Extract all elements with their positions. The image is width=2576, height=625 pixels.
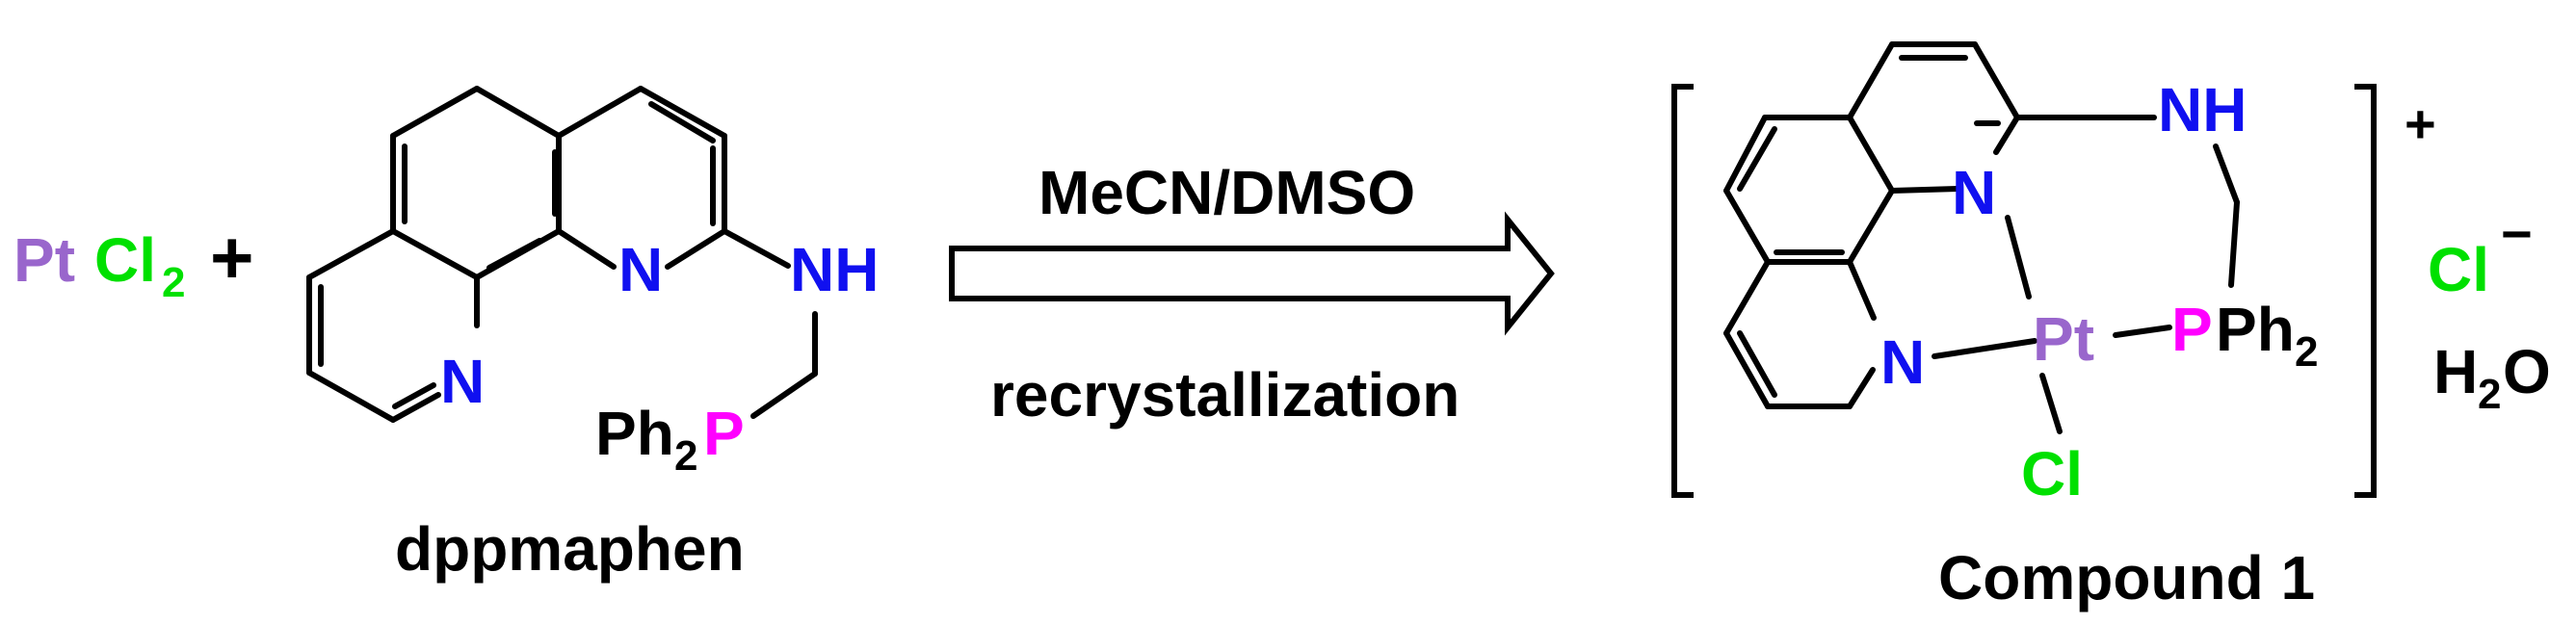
product-labels: N N NH Pt P Ph 2 Cl + Cl − H 2 O Compoun…	[1880, 75, 2551, 612]
counterion-cl: Cl	[2428, 235, 2489, 304]
pt-symbol: Pt	[13, 225, 75, 295]
ligand-ph: Ph	[595, 399, 674, 468]
product-pt: Pt	[2033, 304, 2094, 374]
left-bracket	[1671, 84, 1694, 498]
product-cl-ligand: Cl	[2021, 439, 2083, 508]
product-nh: NH	[2158, 75, 2247, 144]
product-compound: N N NH Pt P Ph 2 Cl + Cl − H 2 O Compoun…	[1671, 41, 2551, 612]
ligand-n1: N	[440, 347, 485, 416]
water-h: H	[2433, 337, 2478, 406]
condition-process: recrystallization	[990, 360, 1459, 430]
ligand-p: P	[703, 399, 745, 468]
ligand-name: dppmaphen	[395, 514, 745, 584]
ligand-dppmaphen: N N NH Ph 2 P dppmaphen	[306, 86, 879, 584]
complex-charge: +	[2405, 93, 2436, 154]
water-subscript: 2	[2478, 371, 2501, 418]
reaction-arrow: MeCN/DMSO recrystallization	[949, 158, 1555, 430]
product-bonds	[1723, 41, 2240, 434]
counterion-charge: −	[2501, 203, 2533, 264]
plus-sign: +	[210, 215, 254, 299]
ligand-nh: NH	[790, 235, 879, 304]
ligand-ph-subscript: 2	[674, 432, 697, 480]
product-ph-subscript: 2	[2295, 328, 2318, 376]
reactant-ptcl2: Pt Cl 2	[13, 225, 185, 306]
water-o: O	[2503, 337, 2551, 406]
right-bracket	[2354, 84, 2377, 498]
product-n2: N	[1880, 327, 1925, 397]
ligand-n2: N	[618, 235, 663, 304]
cl-symbol: Cl	[94, 225, 156, 295]
condition-solvent: MeCN/DMSO	[1038, 158, 1415, 227]
ligand-bonds	[306, 86, 818, 423]
product-n1: N	[1952, 158, 1996, 227]
cl-subscript: 2	[162, 259, 185, 306]
product-name: Compound 1	[1938, 543, 2315, 612]
product-ph: Ph	[2216, 295, 2295, 364]
product-p: P	[2171, 295, 2213, 364]
hollow-arrow	[949, 211, 1555, 336]
